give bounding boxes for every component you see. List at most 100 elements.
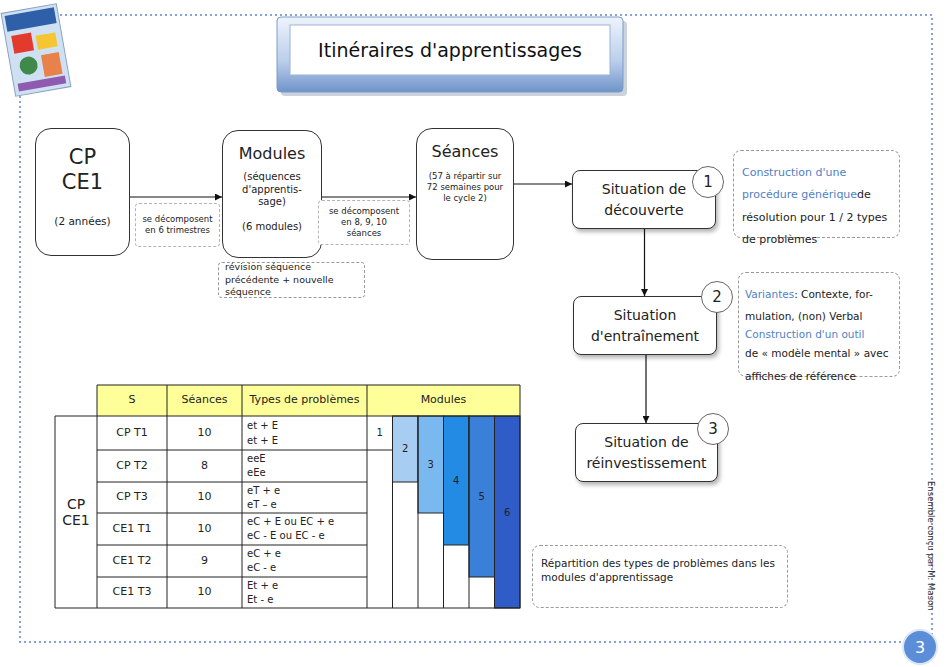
table-header: S: [97, 385, 167, 416]
table-cell: CP T3: [97, 482, 167, 513]
table-line: [167, 385, 168, 608]
module-number: 1: [367, 426, 393, 440]
node-text: de « modèle mental » avec affiches de ré…: [745, 347, 889, 381]
book-shape: [18, 75, 67, 91]
table-line: [55, 608, 520, 609]
table-cell: CE1 T3: [97, 577, 167, 608]
node-text: (séquences d'apprentis- sage): [232, 171, 312, 209]
table-cell: 10: [167, 577, 242, 608]
node-text: (57 à répartir sur 72 semaines pour le c…: [422, 171, 508, 204]
step-number: 3: [697, 413, 729, 445]
table-line: [97, 545, 367, 546]
session-box: Séances(57 à répartir sur 72 semaines po…: [416, 128, 514, 260]
module-bar: [393, 416, 419, 482]
node-text: Situation d'entraînement: [580, 305, 710, 346]
node-text: Situation de réinvestissement: [582, 432, 712, 473]
node-text: Construction d'un outil: [745, 327, 893, 342]
node-text: (6 modules): [242, 221, 302, 232]
table-cell: CP T2: [97, 450, 167, 482]
table-cell: eC - e: [242, 561, 367, 575]
page-number: 3: [902, 629, 938, 665]
table-line: [443, 416, 444, 608]
table-line: [97, 385, 98, 608]
module-bar: [444, 416, 470, 545]
node-text: CP CE1: [58, 145, 108, 195]
table-cell: CP T1: [97, 416, 167, 450]
flow-arrow: [130, 196, 222, 197]
table-header: Séances: [167, 385, 242, 416]
callout-box: Variantes: Contexte, for- mulation, (non…: [738, 272, 900, 377]
table-cell: eEe: [242, 466, 367, 480]
table-cell: eC + e: [242, 547, 367, 561]
module-number: 6: [495, 506, 521, 520]
table-cell: 9: [167, 545, 242, 577]
table-cell: eT + e: [242, 484, 367, 498]
table-cell: 10: [167, 482, 242, 513]
node-text: Situation de découverte: [579, 179, 709, 220]
table-cell: CE1 T2: [97, 545, 167, 577]
table-grid: [55, 385, 520, 608]
table-cell: et + E: [242, 433, 367, 448]
node-text: Variantes: [745, 288, 794, 300]
book-shape: [41, 52, 63, 77]
table-cell: 8: [167, 450, 242, 482]
step-number: 2: [701, 281, 733, 313]
module-number: 3: [418, 458, 444, 472]
title-panel: [290, 25, 610, 75]
book-band: [5, 7, 57, 31]
module-number: 4: [444, 474, 470, 488]
node-text: Modules: [239, 144, 306, 163]
table-cell: Et - e: [242, 593, 367, 607]
table-cell: 10: [167, 513, 242, 545]
table-line: [367, 385, 368, 608]
table-line: [55, 416, 520, 417]
table-cell: Et + e: [242, 579, 367, 593]
table-lines: [55, 385, 520, 608]
situation-box: Situation d'entraînement: [573, 296, 717, 355]
node-text: 2: [712, 288, 722, 306]
table-line: [469, 416, 470, 608]
table-line: [392, 416, 393, 608]
table-cell: eC - E ou EC - e: [242, 529, 367, 543]
credit-text: Ensemble conçu par M. Mason: [924, 460, 938, 632]
table-cell: eT – e: [242, 498, 367, 512]
edge-label: se décomposent en 6 trimestres: [135, 203, 220, 247]
module-bar: [469, 416, 495, 577]
note-box: Répartition des types de problèmes dans …: [532, 545, 788, 608]
table-line: [418, 416, 419, 608]
module-bar: [495, 416, 521, 608]
table-header-fill: [97, 385, 520, 416]
table-line: [55, 416, 56, 608]
level-box: CP CE1 (2 années): [35, 128, 130, 256]
flow-arrow: [644, 229, 645, 296]
table-cell: 10: [167, 416, 242, 450]
book-thumbnail: [1, 4, 71, 96]
table-cell: CE1 T1: [97, 513, 167, 545]
table-line: [97, 482, 367, 483]
note-box: révision séquence précédente + nouvelle …: [218, 262, 365, 298]
table-line: [97, 385, 520, 386]
flow-arrow: [645, 355, 646, 423]
node-text: révision séquence précédente + nouvelle …: [225, 261, 358, 298]
node-text: 3: [708, 420, 718, 438]
page-border: [20, 15, 932, 642]
table-header: Types de problèmes: [242, 385, 367, 416]
step-number: 1: [692, 166, 724, 198]
table-line: [97, 513, 367, 514]
node-text: Construction d'une procédure générique: [742, 166, 857, 201]
table-cell: CP CE1: [55, 416, 97, 608]
title-text: Itinéraires d'apprentissages: [290, 25, 610, 75]
module-number: 2: [393, 442, 419, 456]
book-shape: [11, 33, 34, 54]
book-shape: [18, 55, 39, 76]
table-line: [242, 385, 243, 608]
module-area: [367, 416, 520, 608]
book-cover: [1, 4, 71, 96]
node-text: 3: [915, 638, 925, 657]
node-text: 1: [703, 173, 713, 191]
node-text: (2 années): [54, 215, 110, 227]
book-shape: [36, 32, 58, 49]
